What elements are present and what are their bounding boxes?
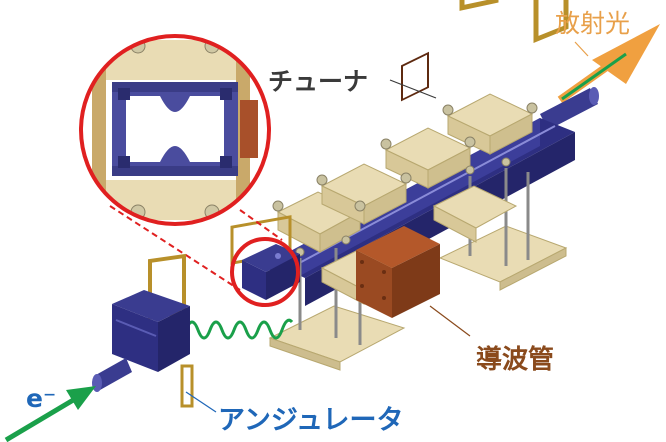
magnifier-connector [109, 205, 283, 291]
undulator-label: アンジュレータ [218, 405, 404, 436]
waveguide-leader [429, 305, 471, 337]
electron-beam-pipe [92, 358, 132, 392]
tuner-label: チューナ [268, 67, 369, 96]
waveguide [356, 51, 440, 318]
electron-label: e⁻ [26, 384, 57, 413]
waveguide-label: 導波管 [476, 345, 555, 375]
highlight-circle [230, 237, 300, 307]
radiation-arrow [557, 24, 660, 104]
radiation-label: 放射光 [555, 9, 631, 38]
undulator-leader [185, 391, 217, 413]
tuner-leader [389, 79, 437, 99]
electron-source-front-frame [180, 364, 194, 408]
electron-source-block [112, 290, 190, 372]
bolts [272, 102, 538, 257]
electron-arrow [4, 386, 96, 442]
wiggle-trajectory [184, 318, 294, 340]
radiation-leader [574, 41, 589, 57]
right-beam-pipe [540, 87, 599, 130]
undulator-entrance [242, 244, 300, 300]
magnifier-view [79, 34, 271, 226]
right-frame [459, 0, 569, 43]
